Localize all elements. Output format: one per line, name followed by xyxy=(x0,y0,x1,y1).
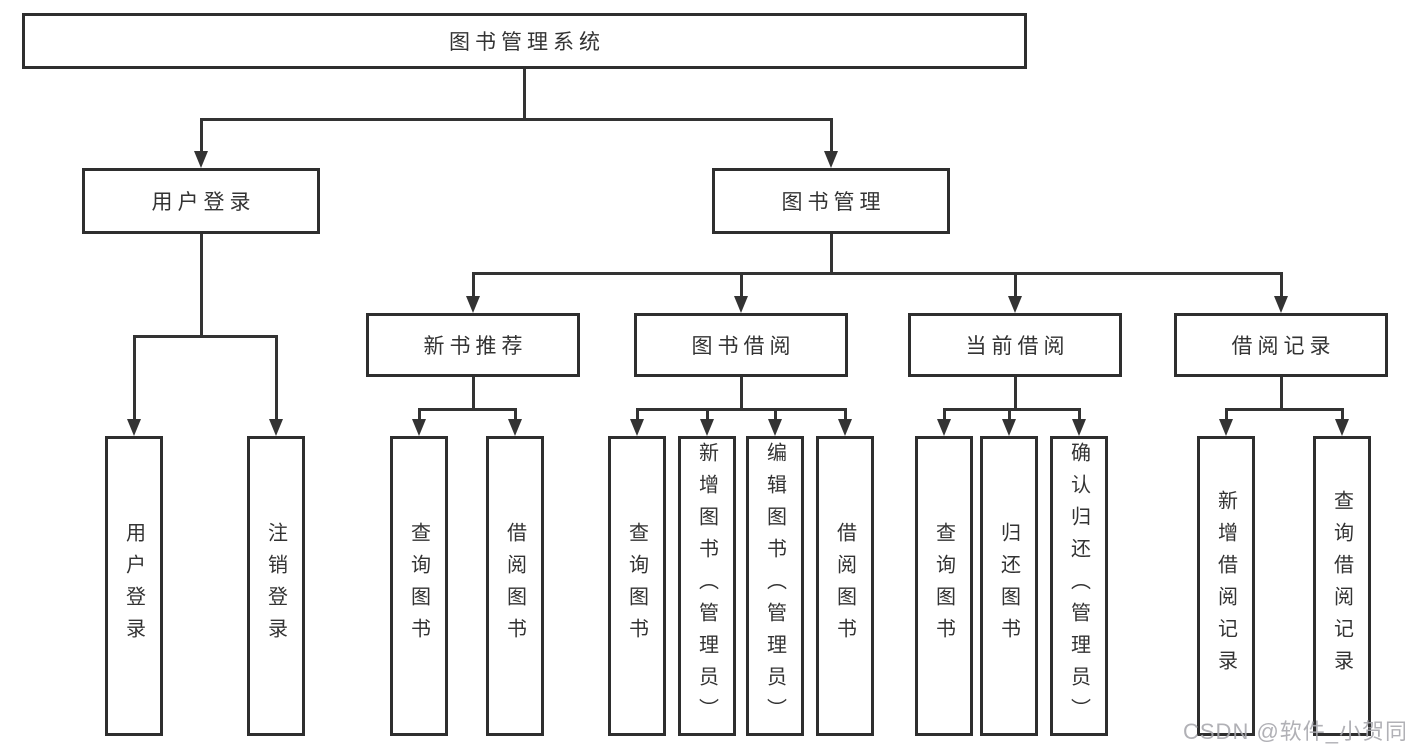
edge-drop xyxy=(418,408,421,422)
node-user-login: 用户登录 xyxy=(82,168,320,234)
edge-drop xyxy=(740,272,743,299)
arrowhead xyxy=(412,419,426,436)
node-user-login-label: 用户登录 xyxy=(151,191,256,214)
leaf-label: 编辑图书（管理员） xyxy=(763,442,786,730)
edge-stem xyxy=(1280,377,1283,410)
edge-bus xyxy=(472,272,1283,275)
arrowhead xyxy=(466,296,480,313)
edge-drop xyxy=(1078,408,1081,422)
arrowhead xyxy=(700,419,714,436)
csdn-watermark: CSDN @软件_小贺同学 xyxy=(1183,719,1405,744)
arrowhead xyxy=(1274,296,1288,313)
leaf-confirm-return-admin: 确认归还（管理员） xyxy=(1050,436,1108,736)
arrowhead xyxy=(1219,419,1233,436)
edge-stem xyxy=(1014,377,1017,410)
node-book-borrow-label: 图书借阅 xyxy=(691,335,796,358)
leaf-label: 确认归还（管理员） xyxy=(1067,442,1090,730)
edge-bus xyxy=(636,408,846,411)
arrowhead xyxy=(630,419,644,436)
edge-drop xyxy=(275,335,278,420)
leaf-query-books: 查询图书 xyxy=(608,436,666,736)
edge-drop xyxy=(133,335,136,420)
node-borrow-records: 借阅记录 xyxy=(1174,313,1388,377)
edge-stem xyxy=(740,377,743,410)
arrowhead xyxy=(1072,419,1086,436)
node-book-management: 图书管理 xyxy=(712,168,950,234)
arrowhead xyxy=(1008,296,1022,313)
arrowhead xyxy=(768,419,782,436)
edge-drop xyxy=(1225,408,1228,422)
edge-stem xyxy=(523,69,526,120)
edge-drop xyxy=(774,408,777,422)
edge-drop xyxy=(943,408,946,422)
node-root-label: 图书管理系统 xyxy=(449,31,605,54)
leaf-label: 查询图书 xyxy=(625,522,648,650)
edge-drop xyxy=(706,408,709,422)
leaf-label: 新增图书（管理员） xyxy=(695,442,718,730)
node-book-management-label: 图书管理 xyxy=(781,191,886,214)
edge-drop xyxy=(1008,408,1011,422)
edge-bus xyxy=(1225,408,1343,411)
leaf-user-login: 用户登录 xyxy=(105,436,163,736)
edge-bus xyxy=(133,335,278,338)
edge-stem xyxy=(472,377,475,410)
arrowhead xyxy=(824,151,838,168)
arrowhead xyxy=(194,151,208,168)
leaf-add-book-admin: 新增图书（管理员） xyxy=(678,436,736,736)
node-current-borrow: 当前借阅 xyxy=(908,313,1122,377)
edge-drop xyxy=(636,408,639,422)
arrowhead xyxy=(937,419,951,436)
leaf-query-books: 查询图书 xyxy=(915,436,973,736)
edge-drop xyxy=(514,408,517,422)
node-borrow-records-label: 借阅记录 xyxy=(1231,335,1336,358)
arrowhead xyxy=(508,419,522,436)
arrowhead xyxy=(1335,419,1349,436)
edge-stem xyxy=(200,234,203,337)
arrowhead xyxy=(734,296,748,313)
node-new-book-recommend: 新书推荐 xyxy=(366,313,580,377)
leaf-label: 归还图书 xyxy=(997,522,1020,650)
edge-drop xyxy=(200,118,203,153)
arrowhead xyxy=(1002,419,1016,436)
leaf-label: 查询借阅记录 xyxy=(1330,490,1353,682)
node-root: 图书管理系统 xyxy=(22,13,1027,69)
arrowhead xyxy=(838,419,852,436)
leaf-label: 查询图书 xyxy=(932,522,955,650)
leaf-borrow-books: 借阅图书 xyxy=(486,436,544,736)
edge-bus xyxy=(200,118,833,121)
leaf-edit-book-admin: 编辑图书（管理员） xyxy=(746,436,804,736)
leaf-label: 借阅图书 xyxy=(503,522,526,650)
edge-drop xyxy=(1014,272,1017,299)
leaf-borrow-books: 借阅图书 xyxy=(816,436,874,736)
arrowhead xyxy=(269,419,283,436)
leaf-query-books: 查询图书 xyxy=(390,436,448,736)
node-new-book-recommend-label: 新书推荐 xyxy=(423,335,528,358)
leaf-return-books: 归还图书 xyxy=(980,436,1038,736)
edge-stem xyxy=(830,234,833,274)
node-current-borrow-label: 当前借阅 xyxy=(965,335,1070,358)
leaf-label: 用户登录 xyxy=(122,522,145,650)
edge-drop xyxy=(1280,272,1283,299)
edge-bus xyxy=(943,408,1080,411)
leaf-label: 查询图书 xyxy=(407,522,430,650)
edge-drop xyxy=(472,272,475,299)
edge-drop xyxy=(844,408,847,422)
leaf-label: 注销登录 xyxy=(264,522,287,650)
edge-bus xyxy=(418,408,517,411)
edge-drop xyxy=(830,118,833,153)
leaf-label: 借阅图书 xyxy=(833,522,856,650)
leaf-label: 新增借阅记录 xyxy=(1214,490,1237,682)
leaf-query-borrow-record: 查询借阅记录 xyxy=(1313,436,1371,736)
leaf-add-borrow-record: 新增借阅记录 xyxy=(1197,436,1255,736)
node-book-borrow: 图书借阅 xyxy=(634,313,848,377)
leaf-logout: 注销登录 xyxy=(247,436,305,736)
arrowhead xyxy=(127,419,141,436)
edge-drop xyxy=(1341,408,1344,422)
